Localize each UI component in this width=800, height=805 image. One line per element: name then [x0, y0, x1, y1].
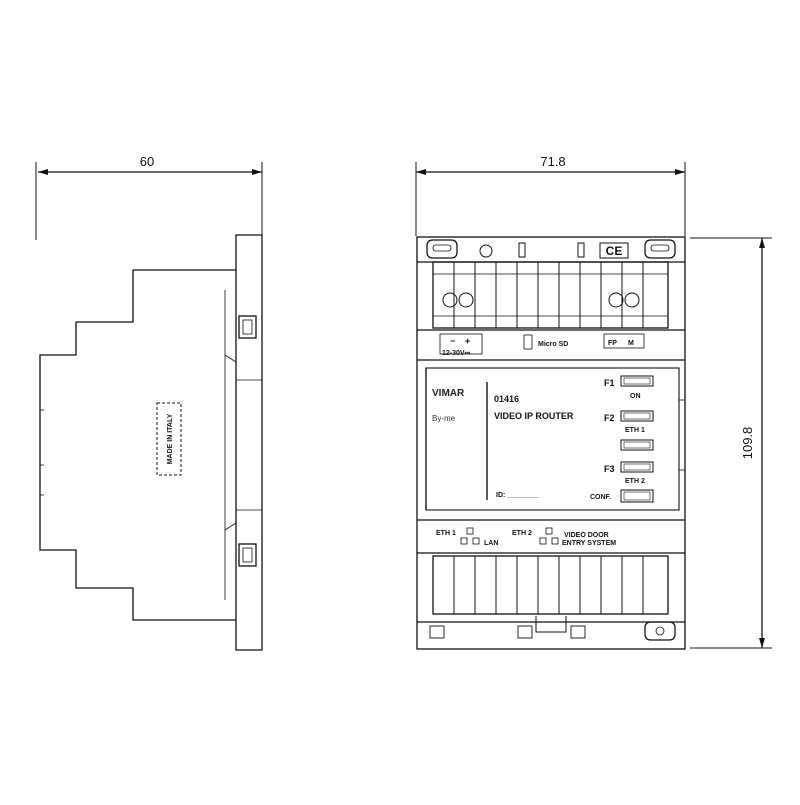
front-height-dimension: 109.8: [740, 427, 755, 460]
f2-label: F2: [604, 413, 615, 423]
ce-mark-box: [599, 242, 629, 259]
power-voltage-label: 12-30V⎓: [442, 350, 471, 357]
power-plus-label: +: [465, 336, 470, 346]
ce-mark: CE: [606, 244, 623, 258]
f2-indicator: [620, 410, 654, 422]
brand-logo: VIMAR: [432, 388, 465, 399]
f3-label: F3: [604, 464, 615, 474]
made-in-italy-label: MADE IN ITALY: [167, 413, 174, 464]
din-clip: [535, 616, 567, 633]
m-label: M: [628, 340, 634, 347]
front-width-dimension: 71.8: [540, 154, 565, 169]
top-right-mount-slot: [644, 239, 676, 259]
top-terminal-screws: [442, 262, 644, 328]
made-in-italy-box: [156, 402, 182, 476]
side-depth-dimension: 60: [140, 154, 154, 169]
brand-sub-logo: By-me: [432, 414, 456, 423]
f3-indicator: [620, 461, 654, 473]
recycle-mark-icon: [479, 244, 493, 258]
conf-label: CONF.: [590, 494, 611, 501]
conf-button: [620, 489, 654, 503]
front-width-dimension-lines: [415, 162, 772, 649]
eth2-indicator-label: ETH 2: [625, 478, 645, 485]
eth2-port-icon: [545, 527, 553, 535]
micro-sd-label: Micro SD: [538, 341, 568, 348]
lan-label: LAN: [484, 540, 498, 547]
video-door-label: VIDEO DOOR: [564, 532, 609, 539]
eth2-port-label: ETH 2: [512, 530, 532, 537]
power-minus-label: −: [450, 336, 455, 346]
product-name: VIDEO IP ROUTER: [494, 411, 574, 421]
entry-system-label: ENTRY SYSTEM: [562, 540, 616, 547]
top-left-mount-slot: [426, 239, 458, 259]
eth1-port-icon: [466, 527, 474, 535]
micro-sd-slot: [523, 334, 533, 350]
f1-label: F1: [604, 378, 615, 388]
id-label: ID: ________: [496, 492, 539, 499]
top-terminal-block: [432, 261, 669, 329]
side-clip-top: [238, 315, 257, 339]
power-terminal-label-box: [439, 333, 483, 355]
side-clip-bottom: [238, 543, 257, 567]
side-body-outline: [39, 234, 263, 651]
eth1-indicator: [620, 439, 654, 451]
eth1-indicator-label: ETH 1: [625, 427, 645, 434]
f1-indicator: [620, 375, 654, 387]
fp-label: FP: [608, 340, 617, 347]
side-view: [35, 162, 263, 651]
product-code: 01416: [494, 394, 519, 404]
front-view: [416, 236, 686, 650]
on-label: ON: [630, 393, 641, 400]
bottom-terminal-screws: [453, 556, 644, 614]
eth1-port-label: ETH 1: [436, 530, 456, 537]
fp-m-label-box: [603, 333, 645, 349]
bottom-terminal-block: [432, 555, 669, 615]
front-housing: [416, 236, 686, 650]
bottom-right-mount-slot: [644, 621, 676, 641]
